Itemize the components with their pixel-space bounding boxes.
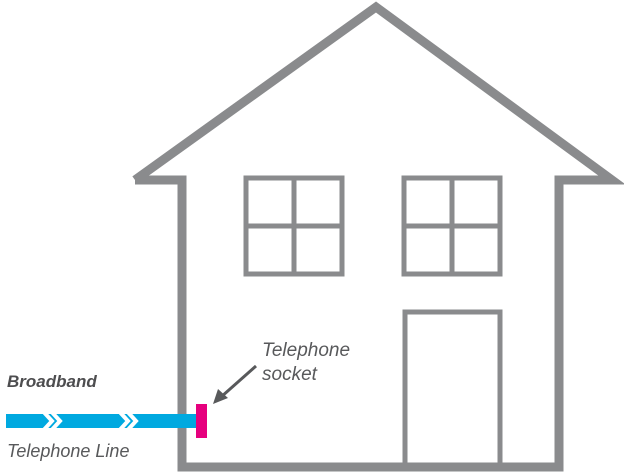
- window-right: [401, 175, 503, 277]
- broadband-line: [6, 414, 198, 428]
- telephone-socket: [196, 404, 207, 438]
- door: [402, 309, 503, 466]
- chevron-right-icon: [46, 406, 63, 436]
- chevron-right-icon: [122, 406, 139, 436]
- telephone-socket-label-line1: Telephone: [262, 340, 351, 361]
- chevron-right-icon: [38, 406, 55, 436]
- broadband-label: Broadband: [7, 372, 97, 391]
- chevron-right-icon: [114, 406, 131, 436]
- house-outline: [132, 1, 624, 472]
- window-left: [243, 175, 345, 277]
- pointer-arrow: [213, 364, 257, 404]
- telephone-socket-label-line2: socket: [262, 364, 317, 385]
- telephone-line-label: Telephone Line: [7, 441, 130, 461]
- flow-arrows: [38, 406, 139, 436]
